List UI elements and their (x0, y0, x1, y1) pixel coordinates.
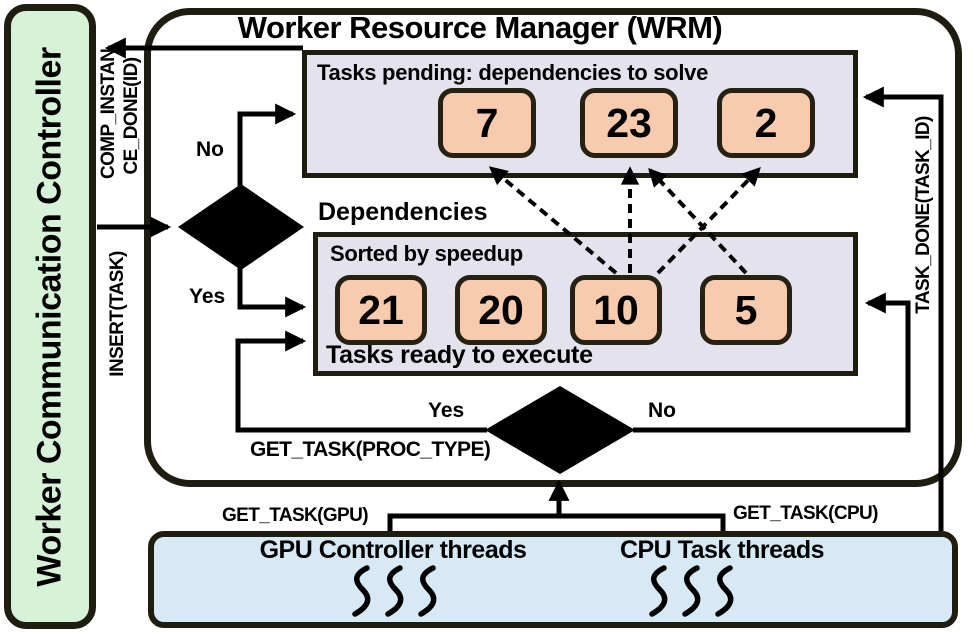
ready-task: 5 (700, 275, 792, 345)
decision1-no-label: No (196, 138, 224, 161)
decision2-no-label: No (648, 399, 676, 422)
pending-task: 23 (580, 88, 678, 158)
thread-squiggle-icon (418, 565, 437, 617)
gpu-threads-label: GPU Controller threads (259, 536, 527, 564)
sorted-by-speedup-label: Sorted by speedup (330, 241, 523, 266)
thread-squiggle-icon (649, 565, 668, 617)
gpu-thread-icons (348, 565, 438, 617)
thread-squiggle-icon (715, 565, 734, 617)
wrm-title: Worker Resource Manager (WRM) (237, 10, 723, 45)
threads-panel (148, 531, 958, 628)
insert-task-label: INSERT(TASK) (107, 251, 128, 377)
tasks-pending-label: Tasks pending: dependencies to solve (317, 60, 709, 85)
tasks-ready-label: Tasks ready to execute (326, 341, 593, 369)
wcc-title: Worker Communication Controller (30, 46, 69, 587)
pending-task: 2 (717, 88, 815, 158)
ready-task: 20 (455, 275, 547, 345)
worker-communication-controller-box: Worker Communication Controller (4, 4, 96, 629)
decision2-yes-label: Yes (428, 399, 465, 422)
dependencies-label: Dependencies (318, 198, 488, 226)
comp-instance-done-line1: COMP_INSTAN (98, 48, 119, 179)
thread-squiggle-icon (682, 565, 701, 617)
ready-task: 10 (570, 275, 662, 345)
task-done-label: TASK_DONE(TASK_ID) (913, 116, 934, 314)
cpu-thread-icons (645, 565, 735, 617)
decision1-yes-label: Yes (189, 285, 226, 308)
get-task-proc-type-label: GET_TASK(PROC_TYPE) (250, 438, 491, 461)
cpu-threads-label: CPU Task threads (619, 536, 825, 564)
comp-instance-done-line2: CE_DONE(ID) (121, 57, 142, 175)
thread-squiggle-icon (352, 565, 371, 617)
ready-task: 21 (335, 275, 427, 345)
get-task-cpu-label: GET_TASK(CPU) (733, 503, 879, 524)
get-task-bracket (387, 513, 726, 531)
comp-instance-done-label: COMP_INSTAN CE_DONE(ID) (97, 48, 143, 179)
pending-task: 7 (438, 88, 536, 158)
get-task-gpu-label: GET_TASK(GPU) (222, 505, 369, 526)
thread-squiggle-icon (385, 565, 404, 617)
